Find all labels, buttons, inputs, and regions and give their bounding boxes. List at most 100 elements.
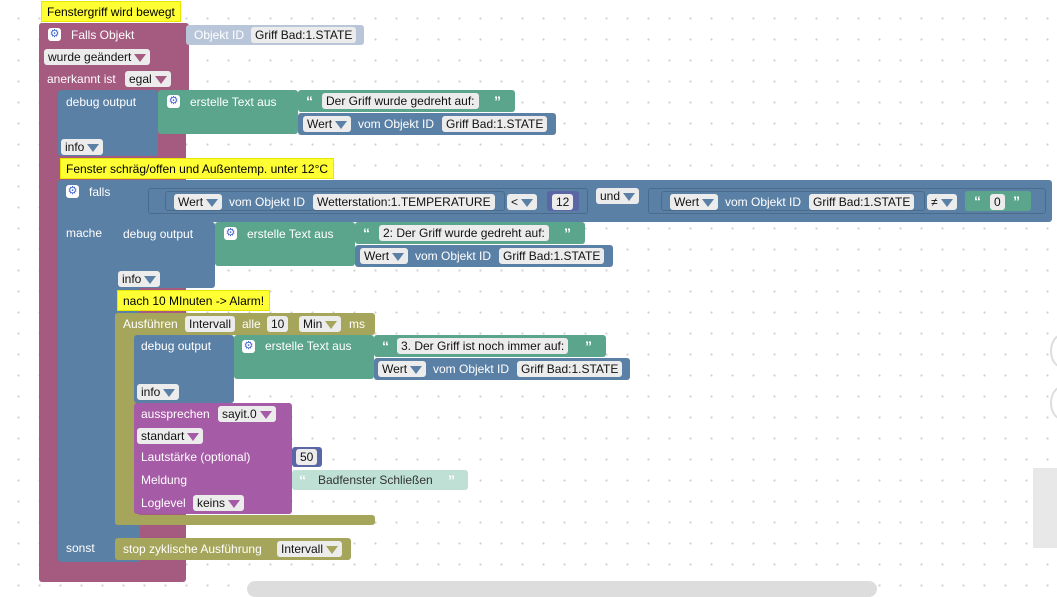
text-join-label: erstelle Text aus xyxy=(190,95,277,109)
zoom-out-icon[interactable] xyxy=(1050,386,1057,420)
object-id-field[interactable]: Wetterstation:1.TEMPERATURE xyxy=(313,194,495,210)
message-label: Meldung xyxy=(141,473,188,487)
interval-number-field[interactable]: 10 xyxy=(267,316,289,332)
chevron-down-icon xyxy=(144,275,157,284)
logic-op-dropdown[interactable]: und xyxy=(596,188,640,204)
then-label: mache xyxy=(66,226,103,240)
chevron-down-icon xyxy=(87,143,100,152)
chevron-down-icon xyxy=(163,388,176,397)
changed-dropdown[interactable]: wurde geändert xyxy=(44,49,151,65)
chevron-down-icon xyxy=(154,75,167,84)
ack-dropdown[interactable]: egal xyxy=(125,71,171,87)
chevron-down-icon xyxy=(187,432,200,441)
stop-interval-dropdown[interactable]: Intervall xyxy=(277,541,343,557)
value-dropdown[interactable]: Wert xyxy=(670,194,719,210)
value-dropdown[interactable]: Wert xyxy=(360,248,409,264)
horizontal-scrollbar[interactable] xyxy=(247,581,877,597)
if-label: falls xyxy=(89,185,111,199)
speak-instance-value: sayit.0 xyxy=(222,407,257,421)
message-text-block[interactable] xyxy=(292,470,468,490)
value-dropdown[interactable]: Wert xyxy=(378,361,427,377)
from-object-label: vom Objekt ID xyxy=(415,249,492,263)
quote-close-icon: ” xyxy=(448,472,455,488)
zoom-in-icon[interactable] xyxy=(1050,334,1057,368)
text-literal-field[interactable]: Der Griff wurde gedreht auf: xyxy=(322,93,479,109)
from-object-label: vom Objekt ID xyxy=(229,195,306,209)
text-literal-field[interactable]: 3. Der Griff ist noch immer auf: xyxy=(397,338,569,354)
run-label: Ausführen xyxy=(123,317,178,331)
chevron-down-icon xyxy=(940,198,953,207)
text-literal-field[interactable]: 0 xyxy=(990,194,1005,210)
quote-open-icon: “ xyxy=(382,338,389,354)
quote-open-icon: “ xyxy=(299,472,306,488)
from-object-label: vom Objekt ID xyxy=(725,195,802,209)
comment-window-temp[interactable]: Fenster schräg/offen und Außentemp. unte… xyxy=(60,158,335,179)
message-text-field[interactable]: Badfenster Schließen xyxy=(318,473,433,487)
object-id-label: Objekt ID xyxy=(194,28,245,42)
value-dropdown[interactable]: Wert xyxy=(303,116,352,132)
loglevel-dropdown[interactable]: keins xyxy=(193,495,245,511)
chevron-down-icon xyxy=(392,252,405,261)
debug-output-label: debug output xyxy=(66,95,137,109)
chevron-down-icon xyxy=(702,198,715,207)
gear-icon[interactable]: ⚙ xyxy=(167,95,180,108)
gear-icon[interactable]: ⚙ xyxy=(242,340,255,353)
interval-name-field[interactable]: Intervall xyxy=(185,316,236,332)
interval-unit-value: Min xyxy=(303,317,323,331)
text-join-label: erstelle Text aus xyxy=(247,227,334,241)
speak-mode-value: standart xyxy=(141,429,185,443)
debug-level-dropdown[interactable]: info xyxy=(61,139,104,155)
comment-handle-moved[interactable]: Fenstergriff wird bewegt xyxy=(41,1,181,22)
debug-level-dropdown[interactable]: info xyxy=(137,384,180,400)
else-label: sonst xyxy=(66,541,95,555)
text-literal-field[interactable]: 2: Der Griff wurde gedreht auf: xyxy=(379,225,549,241)
compare-op-dropdown[interactable]: ≠ xyxy=(927,194,957,210)
comment-after-10-min[interactable]: nach 10 MInuten -> Alarm! xyxy=(117,290,271,311)
value-dropdown-label: Wert xyxy=(382,362,408,376)
interval-unit-dropdown[interactable]: Min xyxy=(299,316,342,332)
speak-instance-dropdown[interactable]: sayit.0 xyxy=(218,406,276,422)
quote-open-icon: “ xyxy=(363,225,370,241)
loglevel-label: Loglevel xyxy=(141,496,186,510)
object-id-field[interactable]: Griff Bad:1.STATE xyxy=(517,361,623,377)
gear-icon[interactable]: ⚙ xyxy=(224,227,237,240)
loglevel-value: keins xyxy=(197,496,226,510)
quote-close-icon: ” xyxy=(564,225,571,241)
chevron-down-icon xyxy=(623,192,636,201)
value-dropdown[interactable]: Wert xyxy=(174,194,223,210)
object-id-field[interactable]: Griff Bad:1.STATE xyxy=(251,27,357,43)
text-join-block-1[interactable] xyxy=(158,90,298,134)
debug-level-value: info xyxy=(65,140,85,154)
volume-number-field[interactable]: 50 xyxy=(296,449,318,465)
ms-label: ms xyxy=(349,317,365,331)
chevron-down-icon xyxy=(521,198,534,207)
chevron-down-icon xyxy=(228,499,241,508)
object-id-field[interactable]: Griff Bad:1.STATE xyxy=(809,194,915,210)
debug-output-label: debug output xyxy=(141,339,212,353)
chevron-down-icon xyxy=(335,120,348,129)
debug-level-dropdown[interactable]: info xyxy=(118,271,161,287)
value-dropdown-label: Wert xyxy=(674,195,700,209)
chevron-down-icon xyxy=(325,320,338,329)
compare-op-dropdown[interactable]: < xyxy=(507,194,538,210)
quote-open-icon: “ xyxy=(306,93,313,109)
trash-icon[interactable] xyxy=(1033,468,1057,548)
value-dropdown-label: Wert xyxy=(178,195,204,209)
number-field[interactable]: 12 xyxy=(552,194,574,210)
text-join-block-3[interactable] xyxy=(234,335,374,379)
quote-close-icon: ” xyxy=(1013,193,1020,209)
logic-op-value: und xyxy=(600,189,621,203)
gear-icon[interactable]: ⚙ xyxy=(66,185,79,198)
gear-icon[interactable]: ⚙ xyxy=(48,28,61,41)
compare-op-value: ≠ xyxy=(931,195,938,209)
from-object-label: vom Objekt ID xyxy=(433,362,510,376)
volume-label: Lautstärke (optional) xyxy=(141,450,251,464)
from-object-label: vom Objekt ID xyxy=(358,117,435,131)
text-join-block-2[interactable] xyxy=(215,222,355,266)
object-id-field[interactable]: Griff Bad:1.STATE xyxy=(442,116,548,132)
quote-open-icon: “ xyxy=(974,193,981,209)
stop-interval-value: Intervall xyxy=(281,542,324,556)
speak-mode-dropdown[interactable]: standart xyxy=(137,428,204,444)
object-id-field[interactable]: Griff Bad:1.STATE xyxy=(499,248,605,264)
quote-close-icon: ” xyxy=(585,338,592,354)
